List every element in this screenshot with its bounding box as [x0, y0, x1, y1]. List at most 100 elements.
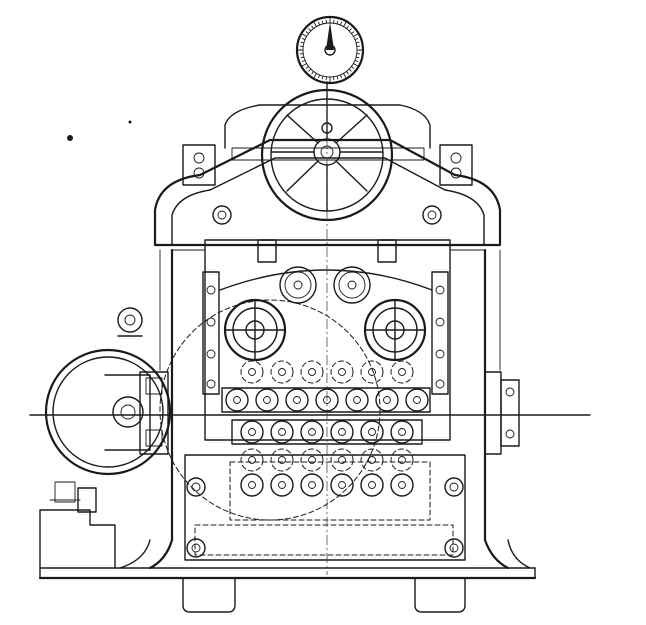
roll-hub [278, 368, 286, 376]
dial-tick [339, 74, 342, 79]
roll [390, 448, 414, 472]
roll [330, 360, 354, 384]
plate-bolt [435, 379, 445, 389]
dial-tick [313, 72, 317, 80]
dial-tick [321, 75, 324, 80]
dial-tick [301, 38, 306, 41]
roll-hub [308, 428, 316, 436]
dial-tick [355, 56, 360, 59]
dial-tick [318, 74, 321, 79]
dial-tick [348, 68, 352, 72]
plate-bolt [206, 349, 216, 359]
roll [270, 448, 294, 472]
plate-bolt [206, 379, 216, 389]
lower-bolts [186, 477, 464, 558]
dial-gauge [295, 15, 365, 101]
roll-hub [398, 456, 406, 464]
roll [390, 473, 414, 497]
roll [405, 388, 429, 412]
plate-bolt [435, 317, 445, 327]
dial-tick [311, 25, 315, 30]
side-plate-left [202, 271, 220, 395]
drive-pulley [44, 348, 172, 476]
dial-tick [343, 72, 347, 80]
roll [285, 388, 309, 412]
dial-tick [355, 41, 360, 44]
roll [240, 473, 264, 497]
roll-chock-lower [231, 419, 423, 445]
dial-tick [321, 20, 324, 25]
roll-hub [308, 481, 316, 489]
roll [255, 388, 279, 412]
dial-tick [313, 20, 317, 28]
roll [300, 360, 324, 384]
upper-roll-right [363, 298, 427, 362]
roll [240, 448, 264, 472]
roll-hub [368, 456, 376, 464]
dial-tick [308, 28, 312, 32]
roll-hub [383, 396, 391, 404]
dial-tick [350, 31, 355, 35]
dial-tick [350, 65, 355, 69]
upper-arch [219, 269, 433, 291]
plate-bolt [435, 285, 445, 295]
dial-tick [318, 21, 321, 26]
roll [360, 360, 384, 384]
roll [330, 448, 354, 472]
roll [225, 388, 249, 412]
roll-hub [353, 396, 361, 404]
roll-hub [248, 456, 256, 464]
roll-chock-upper [221, 387, 431, 413]
ink-speck [128, 120, 132, 124]
plate-bolt [435, 349, 445, 359]
roll-hub [263, 396, 271, 404]
main-frame [119, 239, 531, 570]
phantom-gear [159, 299, 381, 521]
roll-hub [293, 396, 301, 404]
dial-tick [308, 68, 312, 72]
dial-tick [339, 21, 342, 26]
roll-hub [338, 456, 346, 464]
roll-hub [368, 368, 376, 376]
motor-base [39, 481, 116, 569]
upper-roll-left [223, 298, 287, 362]
dial-tick [352, 63, 360, 67]
dial-tick [345, 25, 349, 30]
roll-rows [221, 360, 431, 497]
dial-tick [354, 59, 359, 62]
roll-hub [398, 481, 406, 489]
dial-tick [300, 63, 308, 67]
dial-tick [305, 31, 310, 35]
roll [300, 420, 324, 444]
roll [330, 473, 354, 497]
roll-hub [338, 481, 346, 489]
right-foot [414, 577, 466, 613]
roll-hub [248, 428, 256, 436]
roll-hub [368, 481, 376, 489]
roll-hub [308, 368, 316, 376]
roll [300, 473, 324, 497]
roll-hub [398, 428, 406, 436]
roll [360, 473, 384, 497]
plate-bolt [206, 317, 216, 327]
ink-speck [67, 135, 73, 141]
base-plate [38, 567, 537, 580]
dial-tick [336, 20, 339, 25]
small-gear-right [333, 266, 371, 304]
motor-lifting-eye [117, 307, 143, 337]
side-plate-right [431, 271, 449, 395]
roll [270, 420, 294, 444]
roll [390, 360, 414, 384]
roll [240, 360, 264, 384]
roll-hub [233, 396, 241, 404]
roll-hub [398, 368, 406, 376]
roll-hub [308, 456, 316, 464]
dial-tick [354, 38, 359, 41]
plate-bolt [206, 285, 216, 295]
roll-hub [248, 481, 256, 489]
roll [300, 448, 324, 472]
roll [270, 360, 294, 384]
roll-hub [368, 428, 376, 436]
